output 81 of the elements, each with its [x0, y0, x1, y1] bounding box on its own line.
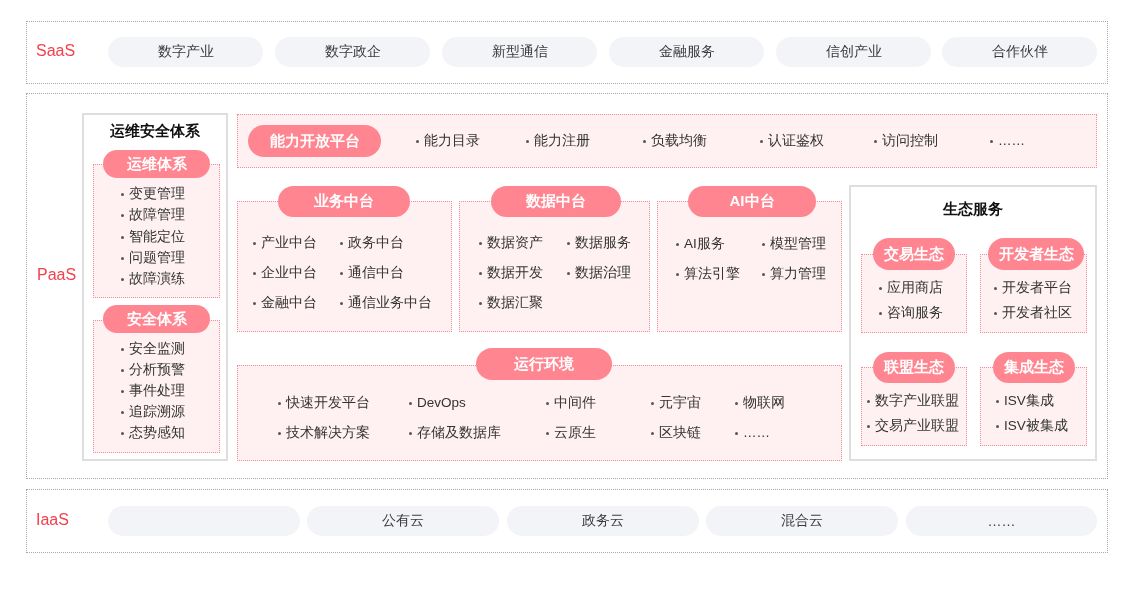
category-pill: 数字政企: [275, 37, 430, 67]
list-item: 模型管理: [770, 235, 826, 253]
layer-label: SaaS: [36, 41, 76, 61]
section-title-pill: 安全体系: [103, 305, 210, 333]
list-item: 快速开发平台: [286, 394, 370, 412]
list-item: 开发者社区: [1002, 304, 1072, 322]
list-item: 区块链: [659, 424, 701, 442]
list-item: 技术解决方案: [286, 424, 370, 442]
list-item: 事件处理: [129, 382, 185, 400]
category-pill: 合作伙伴: [942, 37, 1097, 67]
list-item: 算法引擎: [684, 265, 740, 283]
list-item: 通信中台: [348, 264, 404, 282]
list-item: 存储及数据库: [417, 424, 501, 442]
list-item: 问题管理: [129, 249, 185, 267]
list-item: ISV集成: [1004, 392, 1054, 410]
list-item: 追踪溯源: [129, 403, 185, 421]
list-item: ISV被集成: [1004, 417, 1068, 435]
layer-label: PaaS: [37, 265, 77, 285]
section-title-pill: 运维体系: [103, 150, 210, 178]
list-item: 故障管理: [129, 206, 185, 224]
group-title: 运维安全体系: [110, 121, 200, 141]
list-item: 数据汇聚: [487, 294, 543, 312]
list-item: 金融中台: [261, 294, 317, 312]
layer-band: [26, 21, 1108, 84]
layer-label: IaaS: [36, 510, 69, 530]
list-item: 元宇宙: [659, 394, 701, 412]
list-item: 交易产业联盟: [875, 417, 959, 435]
group-box: [82, 113, 228, 461]
category-pill: 混合云: [706, 506, 898, 536]
section-title-pill: 业务中台: [278, 186, 410, 217]
list-item: 能力目录: [424, 132, 480, 150]
section-title-pill: AI中台: [688, 186, 816, 217]
list-item: 通信业务中台: [348, 294, 432, 312]
list-item: 应用商店: [887, 279, 943, 297]
list-item: 态势感知: [129, 424, 185, 442]
list-item: ……: [998, 132, 1025, 150]
list-item: AI服务: [684, 235, 725, 253]
list-item: 物联网: [743, 394, 785, 412]
list-item: 负载均衡: [651, 132, 707, 150]
section-title-pill: 交易生态: [873, 238, 955, 270]
section-title-pill: 运行环境: [476, 348, 612, 380]
category-pill: 政务云: [507, 506, 699, 536]
section-title-pill: 数据中台: [491, 186, 621, 217]
list-item: 智能定位: [129, 228, 185, 246]
category-pill: ……: [906, 506, 1097, 536]
list-item: 数字产业联盟: [875, 392, 959, 410]
section-title-pill: 联盟生态: [873, 352, 955, 383]
list-item: 故障演练: [129, 270, 185, 288]
list-item: 企业中台: [261, 264, 317, 282]
group-title: 生态服务: [943, 199, 1003, 219]
section-title-pill: 集成生态: [993, 352, 1075, 383]
section-title-pill: 能力开放平台: [248, 125, 381, 157]
list-item: 开发者平台: [1002, 279, 1072, 297]
list-item: 安全监测: [129, 340, 185, 358]
group-box: [849, 185, 1097, 461]
list-item: 变更管理: [129, 185, 185, 203]
section-panel: [237, 114, 1097, 168]
list-item: 能力注册: [534, 132, 590, 150]
list-item: 数据资产: [487, 234, 543, 252]
layer-band: [26, 93, 1108, 479]
category-pill: 金融服务: [609, 37, 764, 67]
list-item: 政务中台: [348, 234, 404, 252]
list-item: 咨询服务: [887, 304, 943, 322]
layer-band: [26, 489, 1108, 553]
list-item: 产业中台: [261, 234, 317, 252]
list-item: 访问控制: [882, 132, 938, 150]
category-pill: 信创产业: [776, 37, 931, 67]
list-item: ……: [743, 424, 770, 442]
category-pill: 公有云: [307, 506, 499, 536]
list-item: 云原生: [554, 424, 596, 442]
list-item: DevOps: [417, 394, 466, 412]
category-pill: 新型通信: [442, 37, 597, 67]
list-item: 分析预警: [129, 361, 185, 379]
list-item: 数据开发: [487, 264, 543, 282]
category-pill: 数字产业: [108, 37, 263, 67]
list-item: 数据治理: [575, 264, 631, 282]
list-item: 中间件: [554, 394, 596, 412]
list-item: 算力管理: [770, 265, 826, 283]
section-title-pill: 开发者生态: [988, 238, 1084, 270]
list-item: 认证鉴权: [768, 132, 824, 150]
list-item: 数据服务: [575, 234, 631, 252]
